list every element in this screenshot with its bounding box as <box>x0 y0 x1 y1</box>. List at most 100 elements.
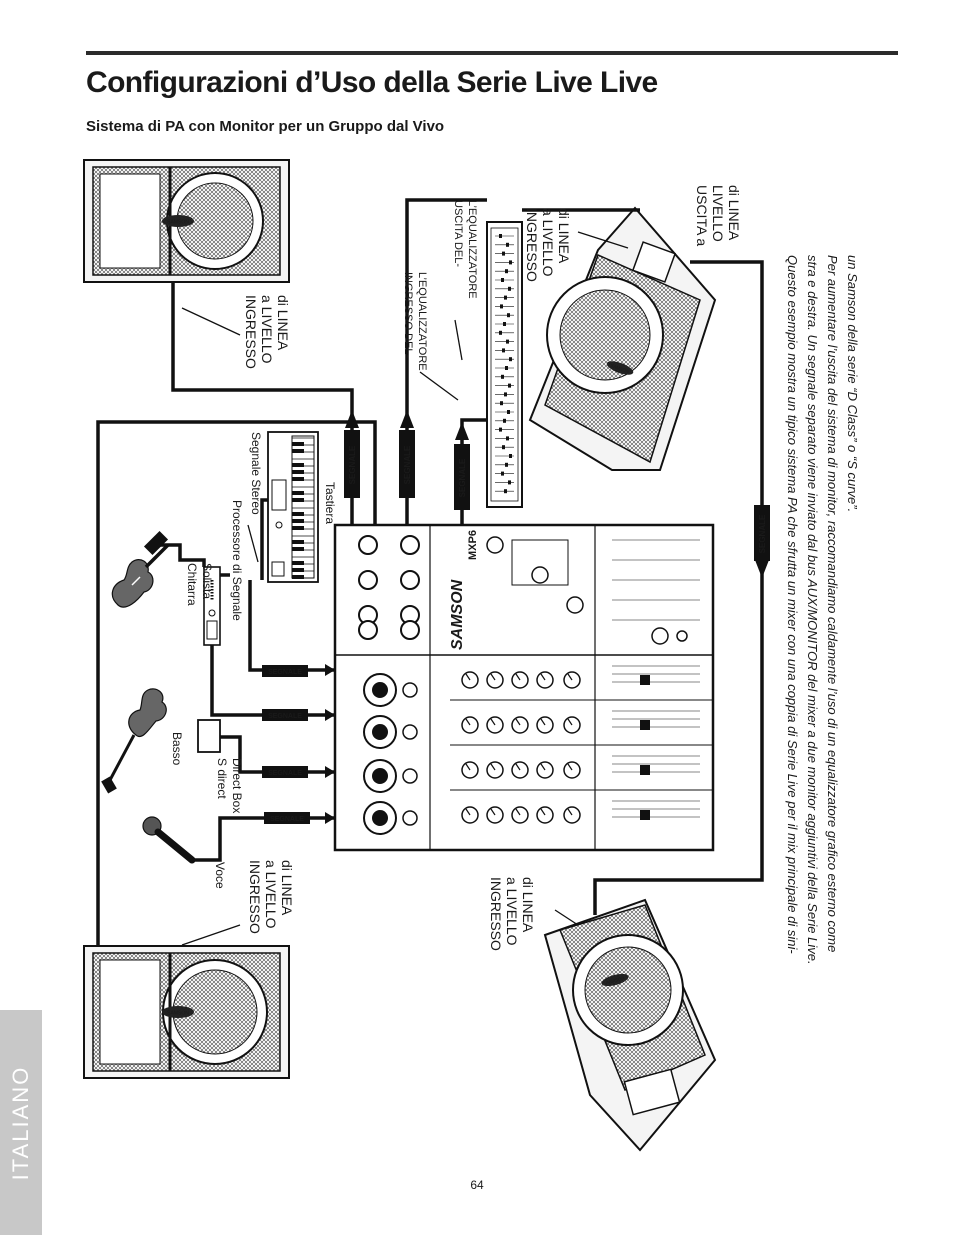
monitor-wedge-bottom: SAMSON <box>543 898 717 1152</box>
eq-slider-knob <box>507 313 510 318</box>
monitor-handle <box>623 1068 681 1116</box>
knob-pointer <box>540 763 546 771</box>
black-key <box>292 575 304 579</box>
knob-pointer <box>465 718 471 726</box>
page-title: Configurazioni d’Uso della Serie Live Li… <box>86 66 658 99</box>
knob-pointer <box>540 808 546 816</box>
fader-cap <box>640 720 650 730</box>
black-key <box>292 470 304 474</box>
speaker-logo <box>162 215 194 227</box>
gain-knob <box>402 810 418 826</box>
eq-slider-knob <box>509 357 512 362</box>
eq-slider-knob <box>505 269 508 274</box>
eq-slider-knob <box>505 366 508 370</box>
segnale-tag: SEGNALE <box>268 770 302 777</box>
eq-slider-knob <box>505 462 508 467</box>
mixer-brand: SAMSON <box>449 579 466 650</box>
eq-slider-knob <box>506 436 509 441</box>
label-chitarra: Chitarra Solista <box>185 563 214 609</box>
monitor-wedge-top: SAMSON <box>528 206 717 471</box>
eq-slider-knob <box>502 445 505 450</box>
pointer-lines <box>181 231 629 946</box>
segnale-tag: SEGNALE <box>458 458 467 497</box>
master-jack <box>400 570 420 590</box>
label-eq-output: USCITA DEL- L’EQUALIZZATORE <box>452 200 478 299</box>
knob-pointer <box>490 718 496 726</box>
eq-slider-knob <box>501 278 504 282</box>
segnale-tag: SEGNALE <box>268 669 302 676</box>
monitor-input-panel <box>631 241 677 283</box>
language-label: ITALIANO <box>8 1065 33 1180</box>
black-key <box>292 442 304 446</box>
segnale-tag: SEGNALE <box>758 514 767 553</box>
bass-icon <box>101 688 167 794</box>
knob-pointer <box>567 673 573 681</box>
black-key <box>292 561 304 565</box>
xlr-input-pins <box>372 768 388 784</box>
eq-slider-knob <box>500 401 503 406</box>
guitar-icon <box>111 530 170 608</box>
signal-processor <box>203 566 221 646</box>
knob-pointer <box>515 808 521 816</box>
eq-slider-knob <box>504 489 507 494</box>
master-knob <box>486 536 504 554</box>
fader-cap <box>640 810 650 820</box>
eq-slider-knob <box>502 348 505 353</box>
black-key <box>292 498 304 502</box>
diagram-caption: Questo esempio mostra un tipico sistema … <box>785 255 860 968</box>
knob-pointer <box>567 763 573 771</box>
language-side-tab: ITALIANO <box>0 1010 42 1235</box>
label-uscita-monitor: USCITA a LIVELLO di LINEA <box>694 185 742 250</box>
segnale-tag: SEGNALE <box>348 445 357 484</box>
knob-pointer <box>465 673 471 681</box>
keyboard-tastiera <box>267 431 319 583</box>
xlr-input-pins <box>372 724 388 740</box>
rotated-labels: INGRESSO a LIVELLO di LINEA INGRESSO a L… <box>170 185 742 951</box>
knob-pointer <box>515 763 521 771</box>
eq-slider-knob <box>509 454 512 458</box>
speaker-logo <box>162 1006 194 1018</box>
knob-pointer <box>515 673 521 681</box>
eq-slider-knob <box>506 242 509 247</box>
gain-knob <box>402 682 418 698</box>
master-jack <box>358 620 378 640</box>
page-subtitle: Sistema di PA con Monitor per un Gruppo … <box>86 118 445 135</box>
main-speaker-top-left: SAMSON <box>83 159 290 283</box>
label-basso: Basso <box>170 732 184 766</box>
graphic-equalizer <box>486 221 523 508</box>
signal-arrows <box>325 410 769 824</box>
black-key <box>292 526 304 530</box>
eq-slider-knob <box>508 286 511 291</box>
label-eq-input: INGRESSO DEL- L’EQUALIZZATORE <box>402 272 428 371</box>
monitor-logo <box>606 361 634 375</box>
label-processore: Processore di Segnale <box>230 500 244 621</box>
eq-slider-knob <box>504 392 507 397</box>
knob-pointer <box>567 718 573 726</box>
mixer-controls <box>358 535 700 835</box>
label-ingresso-monitor-top: INGRESSO a LIVELLO di LINEA <box>524 208 572 286</box>
phones-jack <box>676 630 688 642</box>
black-key <box>292 463 304 467</box>
mixer-mxp6: SAMSON MXP6 <box>333 523 715 852</box>
gain-knob <box>402 768 418 784</box>
label-direct-box: S direct Direct Box <box>215 758 244 813</box>
eq-slider-knob <box>499 330 502 335</box>
fader-cap <box>640 675 650 685</box>
xlr-input-pins <box>372 810 388 826</box>
microphone-icon <box>142 816 196 864</box>
page-number: 64 <box>470 1178 484 1192</box>
master-jack <box>400 620 420 640</box>
black-key <box>292 491 304 495</box>
eq-slider-knob <box>501 374 504 379</box>
segnale-tag: SEGNALE <box>270 816 304 823</box>
monitor-logo-text: SAMSON <box>605 976 625 986</box>
label-ingresso-top-left: INGRESSO a LIVELLO di LINEA <box>243 295 291 373</box>
eq-slider-knob <box>502 251 505 256</box>
eq-slider-knob <box>509 260 512 265</box>
segnale-tags: SEGNALE SEGNALE SEGNALE SEGNALE SEGNALE … <box>262 430 770 824</box>
fader-cap <box>640 765 650 775</box>
gain-knob <box>402 724 418 740</box>
label-tastiera: Tastiera <box>323 482 337 524</box>
top-rule <box>86 51 898 55</box>
meter-bridge <box>511 539 569 586</box>
